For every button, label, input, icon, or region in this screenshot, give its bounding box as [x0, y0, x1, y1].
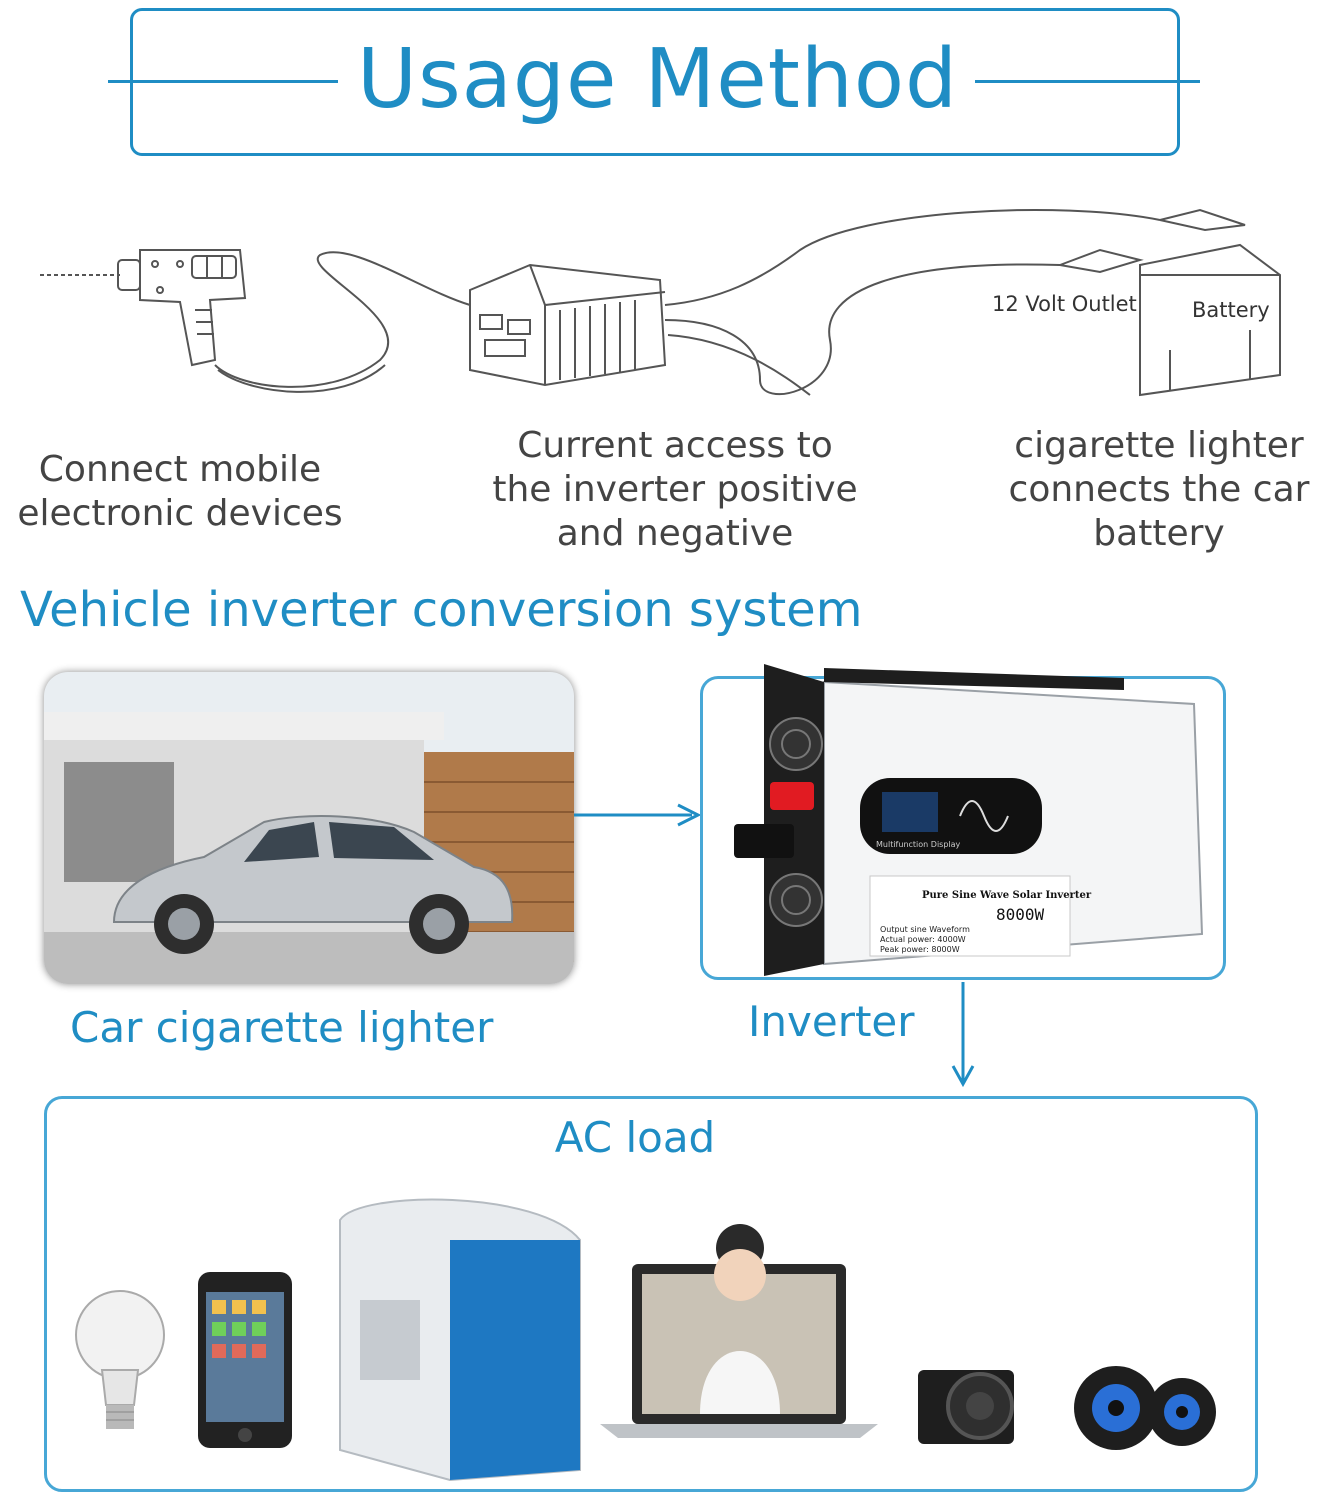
- camera-icon: [918, 1370, 1014, 1444]
- caption-line: cigarette lighter: [1014, 425, 1304, 466]
- car-photo: [44, 672, 574, 984]
- inverter-wattage: 8000W: [996, 905, 1045, 924]
- ac-load-frame: [44, 1096, 1258, 1492]
- inverter-sketch-icon: [469, 263, 667, 387]
- car-battery-icon: [1139, 243, 1281, 397]
- caption-line: connects the car: [1008, 469, 1310, 510]
- ac-load-devices: [75, 1198, 1216, 1482]
- ac-load-label: AC load: [554, 1113, 716, 1162]
- caption-line: the inverter positive: [492, 469, 858, 510]
- cooler-box-icon: [339, 1198, 581, 1482]
- caption-line: Current access to: [517, 425, 833, 466]
- caption-inverter: Current access to the inverter positive …: [470, 424, 880, 556]
- outlet-label: 12 Volt Outlet: [992, 292, 1137, 316]
- caption-line: Connect mobile: [38, 449, 322, 490]
- banner-rule-left: [108, 80, 338, 83]
- inverter-photo: Multifunction Display Pure Sine Wave Sol…: [734, 664, 1204, 976]
- inverter-label: Inverter: [748, 997, 915, 1046]
- caption-battery: cigarette lighter connects the car batte…: [990, 424, 1328, 556]
- caption-line: battery: [1093, 513, 1225, 554]
- battery-label: Battery: [1192, 298, 1270, 322]
- banner-rule-right: [975, 80, 1200, 83]
- inverter-name: Pure Sine Wave Solar Inverter: [922, 890, 1092, 901]
- arrow-right-icon: [574, 803, 702, 827]
- caption-line: and negative: [556, 513, 794, 554]
- smartphone-icon: [198, 1272, 292, 1448]
- page-title: Usage Method: [356, 32, 959, 127]
- inverter-spec: Output sine Waveform: [880, 925, 970, 934]
- caption-line: electronic devices: [17, 493, 343, 534]
- car-label: Car cigarette lighter: [70, 1003, 494, 1052]
- light-bulb-icon: [75, 1290, 165, 1429]
- section-title: Vehicle inverter conversion system: [20, 582, 863, 638]
- inverter-spec: Actual power: 4000W: [880, 935, 966, 944]
- inverter-spec: Peak power: 8000W: [880, 945, 960, 954]
- display-label: Multifunction Display: [876, 840, 961, 849]
- drill-icon: [40, 249, 247, 367]
- usage-sketch: [40, 208, 1281, 397]
- arrow-down-icon: [951, 982, 975, 1088]
- speaker-icon: [1074, 1366, 1216, 1450]
- caption-devices: Connect mobile electronic devices: [0, 448, 360, 536]
- laptop-icon: [600, 1224, 878, 1438]
